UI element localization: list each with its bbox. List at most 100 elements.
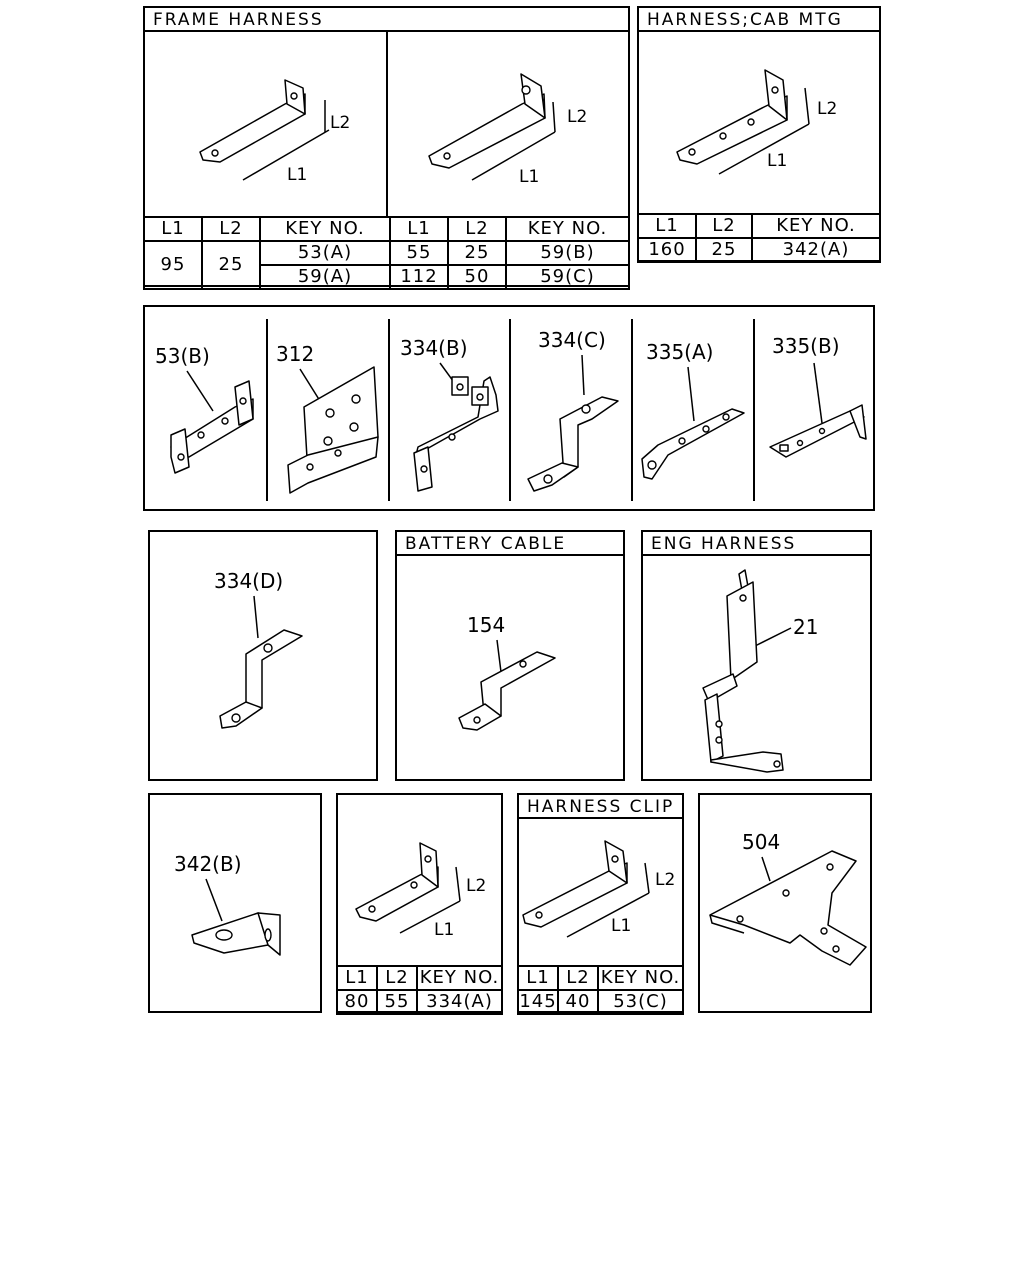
table-header: KEY NO. bbox=[416, 965, 503, 991]
frame-harness-divider bbox=[386, 32, 388, 218]
frame-harness-right-l2: L2 bbox=[567, 107, 587, 127]
part-334c: 334(C) bbox=[527, 328, 619, 492]
table-row: 59(A) 112 50 59(C) bbox=[144, 264, 630, 290]
eng-harness-bracket: 21 bbox=[702, 569, 818, 773]
frame-harness-right-l1: L1 bbox=[519, 167, 539, 187]
harness-clip-l2: L2 bbox=[655, 870, 675, 890]
battery-cable-panel: BATTERY CABLE 154 bbox=[395, 530, 625, 781]
part-label: 334(D) bbox=[214, 569, 283, 593]
table-header: KEY NO. bbox=[751, 213, 881, 239]
table-cell: 55 bbox=[376, 989, 418, 1015]
table-cell: 59(C) bbox=[505, 264, 630, 290]
frame-harness-panel: FRAME HARNESS L2 L1 L2 L1 L1 L2 KEY NO. … bbox=[143, 6, 630, 290]
cab-mtg-header-row: L1 L2 KEY NO. bbox=[637, 213, 881, 239]
part-334b: 334(B) bbox=[400, 336, 499, 492]
table-row: 95 25 53(A) 55 25 59(B) bbox=[143, 240, 630, 290]
part-label: 21 bbox=[793, 615, 818, 639]
table-header: KEY NO. bbox=[597, 965, 684, 991]
part-335b: 335(B) bbox=[769, 334, 867, 458]
divider bbox=[509, 319, 511, 501]
table-header: L2 bbox=[376, 965, 418, 991]
bracket-334a-panel: L2 L1 L1 L2 KEY NO. 80 55 334(A) bbox=[336, 793, 503, 1015]
frame-harness-header-row: L1 L2 KEY NO. L1 L2 KEY NO. bbox=[143, 216, 630, 242]
table-cell: 59(B) bbox=[505, 240, 630, 266]
table-cell: 25 bbox=[447, 240, 507, 266]
table-cell: 334(A) bbox=[416, 989, 503, 1015]
part-504-panel: 504 bbox=[698, 793, 872, 1013]
parts-row-panel: 53(B) 312 334(B) 334(C) bbox=[143, 305, 875, 511]
table-cell: 50 bbox=[447, 264, 507, 290]
frame-harness-left-l2: L2 bbox=[330, 113, 350, 133]
part-label: 504 bbox=[742, 830, 780, 854]
table-cell: 25 bbox=[201, 240, 261, 290]
part-label: 154 bbox=[467, 613, 505, 637]
harness-clip-l1: L1 bbox=[611, 916, 631, 936]
harness-clip-panel: HARNESS CLIP L2 L1 L1 L2 KEY NO. 145 40 … bbox=[517, 793, 684, 1015]
part-label: 335(A) bbox=[646, 340, 713, 364]
frame-harness-left-l1: L1 bbox=[287, 165, 307, 185]
frame-harness-title: FRAME HARNESS bbox=[145, 8, 628, 32]
table-cell: 160 bbox=[637, 237, 697, 263]
table-cell: 59(A) bbox=[259, 264, 391, 290]
part-334d-panel: 334(D) bbox=[148, 530, 378, 781]
harness-clip-header-row: L1 L2 KEY NO. bbox=[517, 965, 684, 991]
bracket-334a-header-row: L1 L2 KEY NO. bbox=[336, 965, 503, 991]
part-335a: 335(A) bbox=[641, 340, 745, 480]
table-cell: 145 bbox=[517, 989, 559, 1015]
harness-clip-bracket: L2 L1 bbox=[522, 840, 675, 938]
table-header: L1 bbox=[389, 216, 449, 242]
table-header: L1 bbox=[517, 965, 559, 991]
part-label: 312 bbox=[276, 342, 314, 366]
part-342b: 342(B) bbox=[174, 852, 281, 956]
divider bbox=[631, 319, 633, 501]
cab-mtg-table: L1 L2 KEY NO. 160 25 342(A) bbox=[637, 213, 881, 263]
part-label: 53(B) bbox=[155, 344, 210, 368]
table-row: 80 55 334(A) bbox=[336, 989, 503, 1015]
table-cell: 55 bbox=[389, 240, 449, 266]
battery-cable-bracket: 154 bbox=[458, 613, 556, 731]
bracket-334a: L2 L1 bbox=[355, 842, 486, 940]
table-header: L1 bbox=[336, 965, 378, 991]
frame-harness-bracket-right: L2 L1 bbox=[428, 73, 587, 187]
table-header: L1 bbox=[143, 216, 203, 242]
table-cell: 112 bbox=[389, 264, 449, 290]
part-504: 504 bbox=[709, 830, 867, 966]
table-cell: 342(A) bbox=[751, 237, 881, 263]
part-label: 334(B) bbox=[400, 336, 468, 360]
table-cell: 95 bbox=[143, 240, 203, 290]
part-label: 342(B) bbox=[174, 852, 242, 876]
part-label: 334(C) bbox=[538, 328, 606, 352]
table-cell: 80 bbox=[336, 989, 378, 1015]
cab-mtg-l1: L1 bbox=[767, 151, 787, 171]
part-53b: 53(B) bbox=[155, 344, 254, 474]
table-header: KEY NO. bbox=[259, 216, 391, 242]
table-row: 145 40 53(C) bbox=[517, 989, 684, 1015]
divider bbox=[388, 319, 390, 501]
table-header: L2 bbox=[201, 216, 261, 242]
table-header: L2 bbox=[695, 213, 753, 239]
bracket-334a-table: L1 L2 KEY NO. 80 55 334(A) bbox=[336, 965, 503, 1015]
part-342b-panel: 342(B) bbox=[148, 793, 322, 1013]
part-312: 312 bbox=[276, 342, 379, 494]
frame-harness-bracket-left: L2 L1 bbox=[199, 79, 350, 185]
table-cell: 40 bbox=[557, 989, 599, 1015]
battery-cable-title: BATTERY CABLE bbox=[397, 532, 623, 556]
eng-harness-panel: ENG HARNESS 21 bbox=[641, 530, 872, 781]
table-header: L1 bbox=[637, 213, 697, 239]
table-row: 160 25 342(A) bbox=[637, 237, 881, 263]
bracket-334a-l1: L1 bbox=[434, 920, 454, 940]
bracket-334a-l2: L2 bbox=[466, 876, 486, 896]
table-header: L2 bbox=[447, 216, 507, 242]
cab-mtg-title: HARNESS;CAB MTG bbox=[639, 8, 879, 32]
divider bbox=[753, 319, 755, 501]
harness-clip-table: L1 L2 KEY NO. 145 40 53(C) bbox=[517, 965, 684, 1015]
cab-mtg-panel: HARNESS;CAB MTG L2 L1 L1 L2 KEY NO. 160 … bbox=[637, 6, 881, 263]
table-cell: 53(A) bbox=[259, 240, 391, 266]
table-cell: 53(C) bbox=[597, 989, 684, 1015]
eng-harness-title: ENG HARNESS bbox=[643, 532, 870, 556]
part-label: 335(B) bbox=[772, 334, 840, 358]
part-334d: 334(D) bbox=[214, 569, 303, 729]
cab-mtg-bracket: L2 L1 bbox=[676, 69, 837, 175]
table-header: KEY NO. bbox=[505, 216, 630, 242]
table-header: L2 bbox=[557, 965, 599, 991]
